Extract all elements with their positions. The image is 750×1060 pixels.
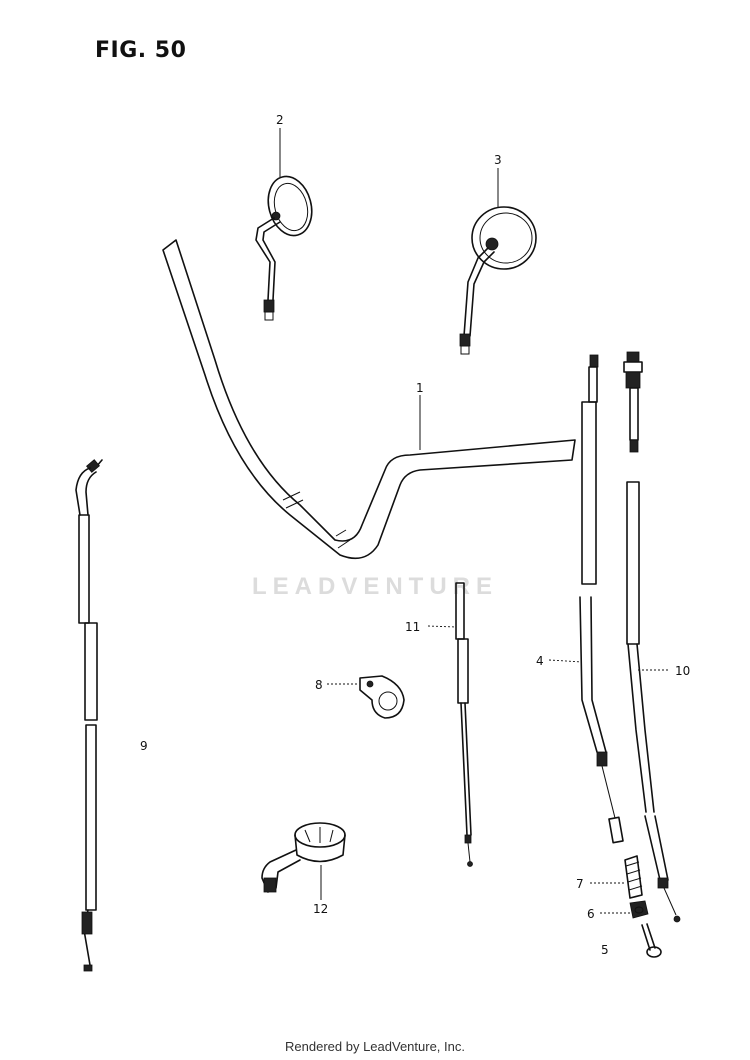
figure-title: FIG. 50 [95, 38, 187, 63]
callout-labels: 2 3 1 4 10 8 11 9 12 7 6 5 [140, 113, 690, 957]
cable-11-part[interactable] [455, 582, 473, 867]
callout-1: 1 [416, 381, 424, 395]
mirror-left-part[interactable] [255, 172, 318, 321]
watermark-text: LEADVENTURE [251, 573, 498, 600]
footer-credit: Rendered by LeadVenture, Inc. [285, 1039, 465, 1054]
callout-6: 6 [587, 907, 595, 921]
callout-8: 8 [315, 678, 323, 692]
callout-9: 9 [140, 739, 148, 753]
bolt-5-part[interactable] [641, 923, 662, 958]
callout-2: 2 [276, 113, 284, 127]
nut-6-part[interactable] [629, 900, 649, 919]
clamp-8-part[interactable] [359, 675, 405, 719]
callout-11: 11 [405, 620, 420, 634]
mirror-right-part[interactable] [459, 206, 537, 355]
callout-12: 12 [313, 902, 328, 916]
callout-10: 10 [675, 664, 690, 678]
callout-5: 5 [601, 943, 609, 957]
handlebar-part[interactable] [162, 239, 576, 560]
adjuster-7-part[interactable] [624, 855, 643, 899]
throttle-grip-12-part[interactable] [261, 822, 346, 893]
cable-4-part[interactable] [579, 354, 624, 844]
callout-4: 4 [536, 654, 544, 668]
callout-3: 3 [494, 153, 502, 167]
leader-lines [279, 128, 668, 914]
cable-9-part[interactable] [75, 459, 103, 972]
cable-10-part[interactable] [623, 351, 681, 923]
callout-7: 7 [576, 877, 584, 891]
